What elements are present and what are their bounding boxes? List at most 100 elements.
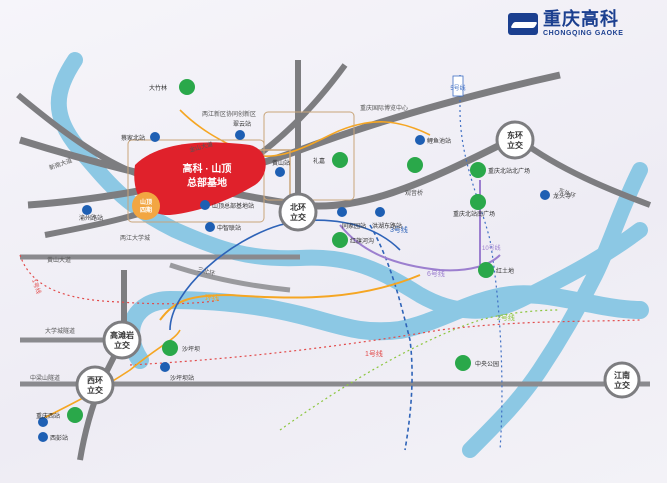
station-label-lijia: 礼嘉 bbox=[313, 157, 325, 165]
bus-stop-longtou[interactable]: 龙头寺 bbox=[540, 190, 571, 200]
interchange-dongjiao-l1: 东环 bbox=[507, 130, 523, 140]
station-zhongbei-south[interactable]: 重庆北站南广场 bbox=[453, 194, 495, 218]
bus-label-huangshan: 黄山站 bbox=[272, 159, 290, 167]
bus-stop-yuzhou[interactable]: 渝州路站 bbox=[79, 205, 103, 222]
station-label-zhongdai: 中央公园 bbox=[475, 360, 499, 368]
interchange-dongjiao[interactable]: 东环 立交 bbox=[495, 120, 535, 160]
road-label-xinnan: 新南大道 bbox=[48, 156, 73, 172]
bus-stop-chongqing-west[interactable]: 重庆西站 bbox=[36, 412, 60, 427]
bus-stop-cuiyun[interactable]: 翠云站 bbox=[233, 120, 251, 140]
project-badge-line2: 四期 bbox=[140, 206, 152, 214]
interchange-jiangnan[interactable]: 江南 立交 bbox=[603, 361, 641, 399]
label-guanyinqiao: 观音桥 bbox=[405, 189, 423, 197]
bus-stop-hongtu[interactable]: 洪湖东路站 bbox=[372, 207, 402, 230]
station-label-shapingba: 沙坪坝 bbox=[182, 345, 200, 353]
bus-label-tongjia: 同家园站 bbox=[342, 222, 366, 230]
metro-label-10: 10号线 bbox=[482, 244, 501, 252]
metro-label-1: 1号线 bbox=[365, 349, 383, 358]
bus-stop-huangshan[interactable]: 黄山站 bbox=[272, 159, 290, 177]
interchange-beihuan[interactable]: 北环 立交 bbox=[278, 192, 318, 232]
bus-label-liyu: 鲤鱼池站 bbox=[427, 137, 451, 145]
station-label-dazhulin: 大竹林 bbox=[149, 84, 167, 92]
metro-line-blue-loop bbox=[169, 219, 401, 331]
project-name-line1: 高科 · 山顶 bbox=[183, 162, 232, 175]
station-label-zhongbei: 重庆北站北广场 bbox=[488, 167, 530, 175]
river-south bbox=[462, 162, 648, 458]
metro-line-north bbox=[179, 109, 431, 157]
metro-label-6: 6号线 bbox=[427, 269, 445, 278]
road-label-zhongliangshan: 中梁山隧道 bbox=[30, 374, 60, 382]
road-sanbei bbox=[169, 262, 291, 293]
metro-label-2: 2号线 bbox=[497, 313, 515, 322]
interchange-jiangnan-l2: 立交 bbox=[614, 380, 630, 390]
bus-stop-zhongzhi[interactable]: 中智联站 bbox=[205, 222, 241, 232]
bus-stop-shaping-huo[interactable]: 沙坪坝站 bbox=[160, 362, 194, 382]
metro-line-2 bbox=[279, 309, 561, 431]
metro-label-3: 3号线 bbox=[390, 225, 408, 234]
metro-line-sw bbox=[39, 329, 181, 421]
interchange-jiangnan-l1: 江南 bbox=[614, 370, 630, 380]
label-conv: 重庆国际博览中心 bbox=[360, 104, 408, 112]
project-name-line2: 总部基地 bbox=[187, 176, 227, 189]
metro-label-5: 5号线 bbox=[450, 84, 465, 92]
interchange-xihuan-l1: 西环 bbox=[87, 376, 103, 385]
metro-line-1-west bbox=[19, 254, 221, 305]
bus-label-cuiyun: 翠云站 bbox=[233, 120, 251, 128]
metro-label-ring: 环线 bbox=[205, 293, 219, 302]
road-east-diag bbox=[518, 137, 652, 208]
station-lijia[interactable]: 礼嘉 bbox=[313, 152, 348, 168]
brand-name-en: CHONGQING GAOKE bbox=[543, 30, 624, 37]
bus-label-xipeng: 西彭站 bbox=[50, 434, 68, 442]
interchange-dongjiao-l2: 立交 bbox=[507, 140, 523, 150]
brand-logo: 重庆高科 CHONGQING GAOKE bbox=[508, 10, 624, 37]
station-zhongbei[interactable]: 重庆北站北广场 bbox=[470, 162, 530, 178]
project-area bbox=[134, 142, 266, 216]
road-label-huangshan: 黄山大道 bbox=[47, 256, 71, 264]
interchange-gaotanyan[interactable]: 高滩岩 立交 bbox=[102, 320, 142, 360]
station-hongxi[interactable]: 红旗河沟 bbox=[332, 232, 374, 248]
metro-label-5-bg bbox=[452, 75, 464, 97]
bus-label-shaping-huo: 沙坪坝站 bbox=[170, 374, 194, 382]
station-xiyong[interactable] bbox=[67, 407, 83, 423]
bus-label-zhongzhi: 中智联站 bbox=[217, 224, 241, 232]
interchange-xihuan-l2: 立交 bbox=[87, 385, 103, 395]
bus-stop-xipeng[interactable]: 西彭站 bbox=[38, 432, 68, 442]
yangtze-river bbox=[122, 285, 649, 369]
bus-label-yuzhou: 渝州路站 bbox=[79, 214, 103, 222]
bus-label-chongqing-west: 重庆西站 bbox=[36, 412, 60, 420]
station-label-hongtudi: 红土地 bbox=[496, 267, 514, 275]
bus-stop-tongjia[interactable]: 同家园站 bbox=[337, 207, 366, 230]
interchange-beihuan-l1: 北环 bbox=[290, 202, 306, 212]
station-shidai[interactable] bbox=[407, 157, 423, 173]
brand-name-cn: 重庆高科 bbox=[543, 9, 619, 29]
station-hongtudi[interactable]: 红土地 bbox=[478, 262, 514, 278]
station-zhongdai[interactable]: 中央公园 bbox=[455, 355, 499, 371]
bus-label-longtou: 龙头寺 bbox=[553, 192, 571, 200]
bus-label-shanding-hq: 山顶总部基地站 bbox=[212, 202, 254, 210]
project-badge-line1: 山顶 bbox=[140, 198, 152, 206]
road-east-ring bbox=[16, 92, 142, 178]
station-label-hongxi: 红旗河沟 bbox=[350, 237, 374, 245]
metro-label-1-west: 1号线 bbox=[30, 278, 43, 295]
brand-logo-mark bbox=[508, 12, 538, 35]
label-liangjiang-park: 两江新区协同创新区 bbox=[202, 110, 256, 118]
bus-label-hongtu: 洪湖东路站 bbox=[372, 222, 402, 230]
interchange-beihuan-l2: 立交 bbox=[290, 212, 306, 222]
interchange-gaotanyan-l1: 高滩岩 bbox=[110, 330, 134, 340]
interchange-gaotanyan-l2: 立交 bbox=[114, 340, 130, 350]
bus-label-caixin: 蔡家北站 bbox=[121, 134, 145, 142]
road-label-daxuecheng: 大学城隧道 bbox=[45, 327, 75, 335]
bus-stop-liyu[interactable]: 鲤鱼池站 bbox=[415, 135, 451, 145]
bus-stop-caixin[interactable]: 蔡家北站 bbox=[121, 132, 160, 142]
project-badge-bg bbox=[132, 192, 160, 220]
bus-stop-shanding-hq[interactable]: 山顶总部基地站 bbox=[200, 200, 254, 210]
interchange-xihuan[interactable]: 西环 立交 bbox=[75, 365, 115, 405]
label-university: 两江大学城 bbox=[120, 234, 150, 242]
station-label-zhongbei-south: 重庆北站南广场 bbox=[453, 210, 495, 218]
metro-line-ring bbox=[159, 274, 421, 321]
station-shapingba[interactable]: 沙坪坝 bbox=[162, 340, 200, 356]
metro-line-1 bbox=[129, 319, 641, 366]
station-dazhulin[interactable]: 大竹林 bbox=[149, 79, 195, 95]
